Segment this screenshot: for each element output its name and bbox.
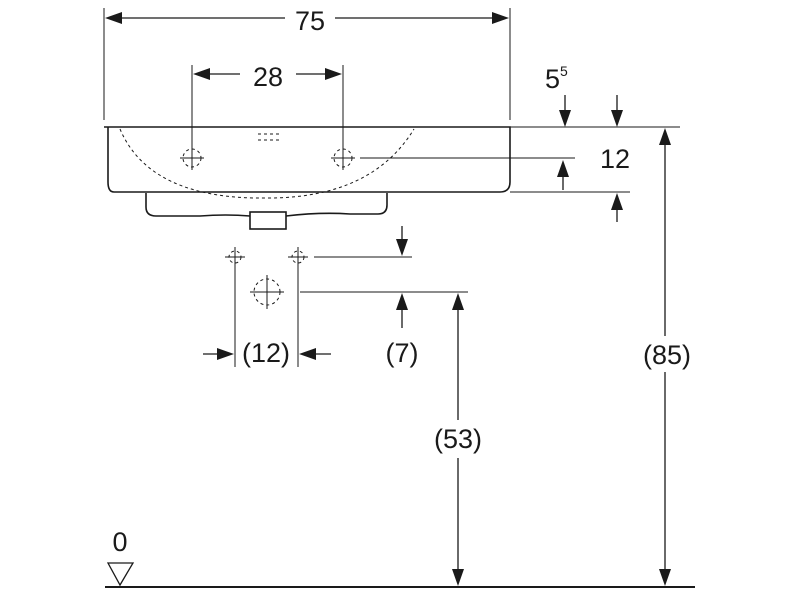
drain-stub <box>249 211 287 230</box>
dim-overall-height: (85) <box>643 128 691 586</box>
supply-point-right <box>288 247 308 267</box>
supply-offset-label: (7) <box>386 338 419 368</box>
rim-offset-label: 55 <box>545 63 568 94</box>
dim-supply-spacing: (12) <box>203 267 331 368</box>
overall-height-label: (85) <box>643 340 691 370</box>
floor-level-label: 0 <box>112 527 127 557</box>
dim-tap-spacing: 28 <box>191 62 344 146</box>
level-triangle-icon <box>106 562 135 587</box>
basin-slab <box>104 126 511 193</box>
overall-width-label: 75 <box>295 6 325 36</box>
drain-height-label: (53) <box>434 424 482 454</box>
dim-basin-depth: 12 <box>360 144 630 222</box>
drain-point <box>250 275 284 309</box>
tap-spacing-label: 28 <box>253 62 283 92</box>
tap-hole-right <box>331 146 355 170</box>
inner-bowl <box>119 128 415 199</box>
supply-spacing-label: (12) <box>242 338 290 368</box>
dim-overall-width: 75 <box>103 6 511 120</box>
basin-depth-label: 12 <box>600 144 630 174</box>
washbasin-outline <box>104 126 511 230</box>
dim-rim-offset: 55 <box>510 63 680 128</box>
dim-drain-height: (53) <box>434 293 482 586</box>
tap-hole-left <box>180 146 204 170</box>
supply-point-left <box>225 247 245 267</box>
dim-supply-offset: (7) <box>300 226 468 368</box>
floor-datum: 0 <box>105 527 695 588</box>
overflow-mark <box>258 133 280 141</box>
